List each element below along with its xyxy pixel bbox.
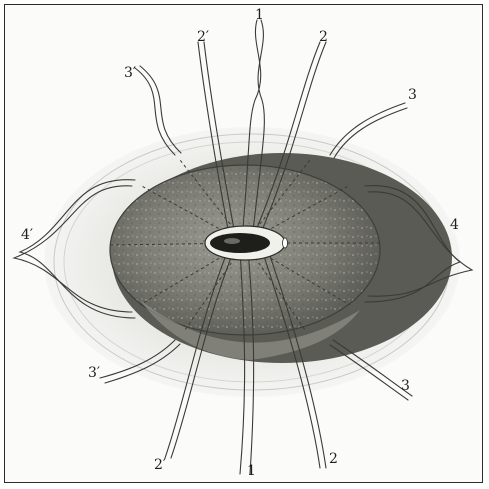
label-1-top: 1 <box>255 8 264 22</box>
label-3-lower-right: 3 <box>401 379 410 393</box>
label-1-bottom: 1 <box>247 464 256 478</box>
label-2-top-right: 2 <box>319 30 328 44</box>
label-3-upper-left: 3′ <box>124 66 136 80</box>
label-4-right: 4 <box>450 218 459 232</box>
label-4-left: 4′ <box>21 228 33 242</box>
label-2-top-left: 2′ <box>197 30 209 44</box>
label-3-upper-right: 3 <box>408 88 417 102</box>
label-2-bottom-right: 2 <box>329 452 338 466</box>
label-2-bottom-left: 2′ <box>154 458 166 472</box>
label-3-lower-left: 3′ <box>88 366 100 380</box>
